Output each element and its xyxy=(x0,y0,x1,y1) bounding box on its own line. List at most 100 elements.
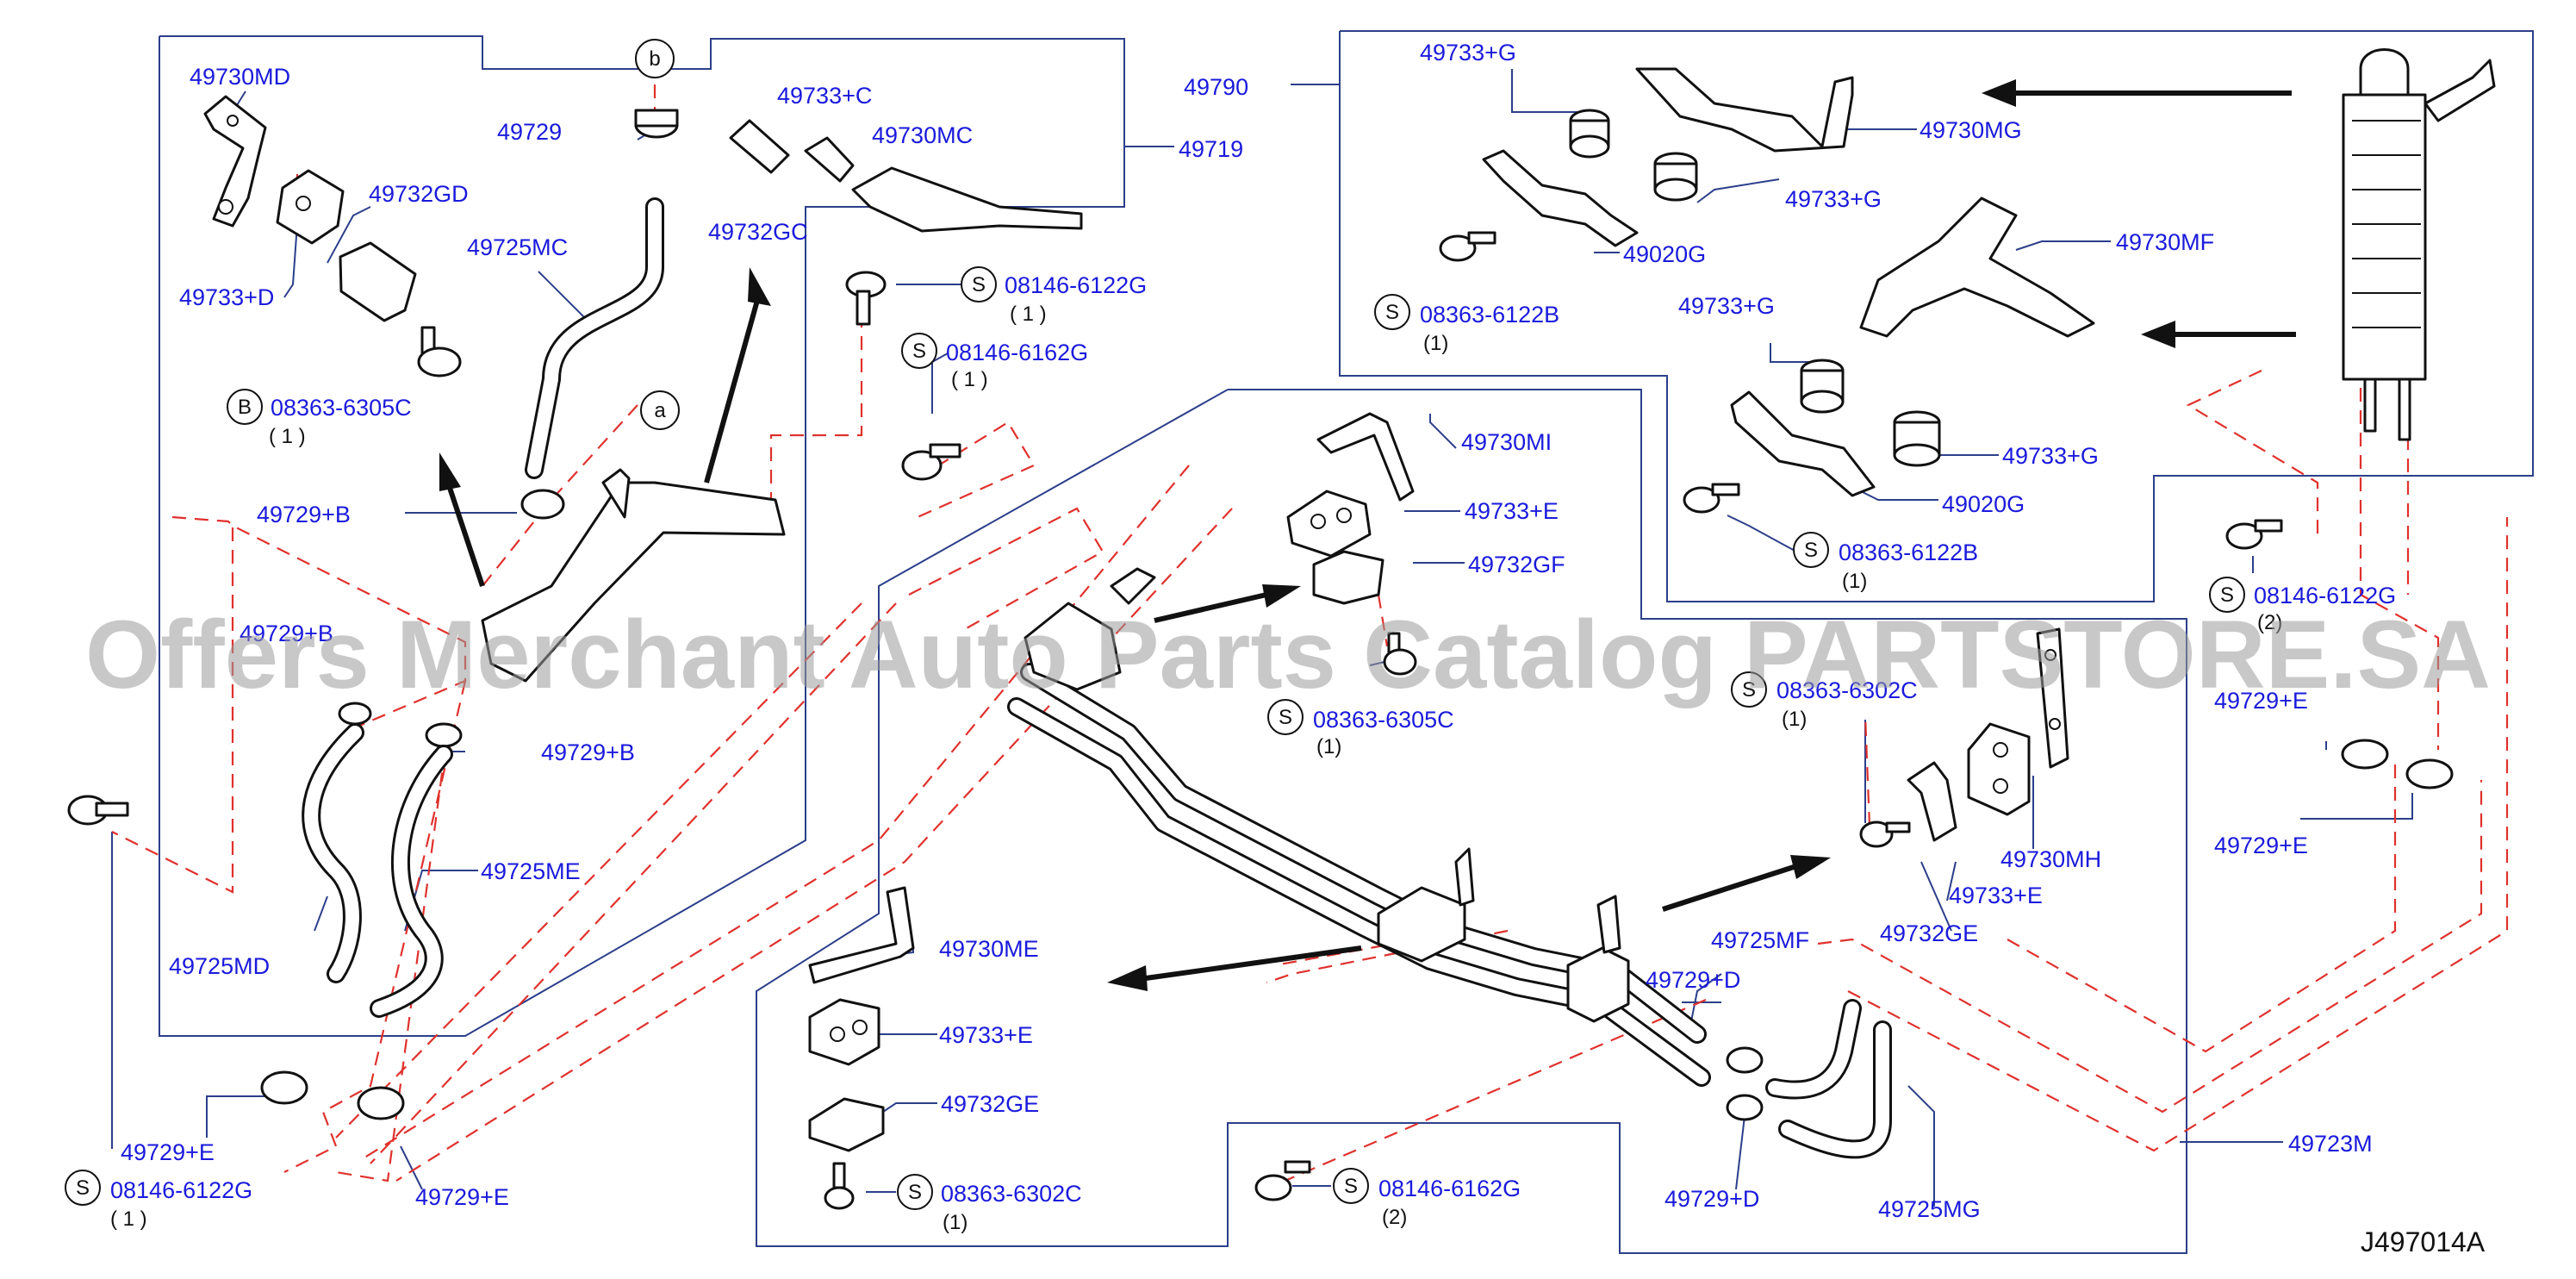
diagram-code: J497014A xyxy=(2361,1226,2486,1257)
label-49733G-3: 49733+G xyxy=(1678,293,1775,319)
part-bolt-08146-6122G-top xyxy=(845,271,887,326)
svg-text:S: S xyxy=(1279,706,1292,729)
svg-text:S: S xyxy=(972,273,986,296)
label-08363-6302C-right: 08363-6302C xyxy=(1776,677,1918,703)
svg-text:S: S xyxy=(1742,678,1756,702)
part-hose-49725MF xyxy=(1765,999,1862,1100)
label-49730MI: 49730MI xyxy=(1461,429,1552,455)
part-bolt-08363-6302C-right xyxy=(1859,820,1911,848)
part-clip-49732GD xyxy=(339,241,417,322)
part-bracket-49730MF xyxy=(1859,197,2095,338)
group-box-top-right xyxy=(1339,30,2534,602)
svg-text:( 1 ): ( 1 ) xyxy=(951,368,988,391)
part-bolt-08363-6122B-1 xyxy=(1439,231,1496,262)
label-49730MF: 49730MF xyxy=(2116,229,2214,255)
svg-text:( 1 ): ( 1 ) xyxy=(269,425,306,448)
svg-text:(2): (2) xyxy=(2257,611,2282,634)
part-labels: 49730MD 49729 49733+C 49730MC 49719 4973… xyxy=(110,40,2396,1222)
label-08363-6122B-1: 08363-6122B xyxy=(1420,302,1559,328)
part-bracket-49730ME xyxy=(808,886,915,984)
label-49732GE-1: 49732GE xyxy=(1880,920,1978,946)
part-mount-49733G-4 xyxy=(1893,410,1941,467)
part-clip-49732GE-left xyxy=(808,1097,885,1152)
group-box-center xyxy=(756,389,2187,1254)
label-08363-6305C-mid: 08363-6305C xyxy=(1313,707,1454,733)
part-bolt-08146-6162G-top xyxy=(901,443,961,481)
svg-text:(1): (1) xyxy=(1842,570,1867,593)
svg-text:B: B xyxy=(238,396,252,419)
part-main-tube-assembly xyxy=(1007,567,1711,1087)
label-49732GE-2: 49732GE xyxy=(941,1091,1039,1117)
svg-text:S: S xyxy=(1344,1175,1358,1198)
label-08363-6305C-left: 08363-6305C xyxy=(271,395,412,421)
label-49729B-1: 49729+B xyxy=(257,502,351,527)
label-49733G-1: 49733+G xyxy=(1420,40,1516,66)
label-49723M: 49723M xyxy=(2288,1131,2373,1157)
part-mount-49733G-1 xyxy=(1569,109,1610,159)
part-mount-49733G-3 xyxy=(1800,359,1845,414)
label-49790: 49790 xyxy=(1184,74,1248,100)
part-clip-49732GC xyxy=(729,119,790,174)
label-49725MC: 49725MC xyxy=(467,234,568,260)
part-clamp-49729E-bottom xyxy=(260,1070,405,1120)
group-box-left xyxy=(159,35,1125,1037)
label-49729E-r1: 49729+E xyxy=(2214,688,2308,714)
label-49733D: 49733+D xyxy=(179,284,274,310)
callout-s-markers: S S S S S S S S S S xyxy=(65,266,2245,1210)
label-08146-6162G-top: 08146-6162G xyxy=(946,340,1088,365)
callout-B: B xyxy=(227,389,263,425)
label-49719: 49719 xyxy=(1179,136,1243,162)
part-junction-pipes-left xyxy=(481,468,786,683)
part-bolt-08363-6305C-mid xyxy=(1383,632,1417,676)
svg-text:( 1 ): ( 1 ) xyxy=(1010,303,1047,326)
label-49729E-bl: 49729+E xyxy=(121,1139,215,1165)
part-hose-49725MD xyxy=(302,723,364,983)
svg-text:( 1 ): ( 1 ) xyxy=(110,1207,147,1231)
svg-text:b: b xyxy=(649,47,660,71)
part-hose-49725ME xyxy=(370,745,453,1018)
label-49729D-2: 49729+D xyxy=(1664,1186,1759,1212)
label-08363-6122B-2: 08363-6122B xyxy=(1839,540,1978,565)
part-mount-49733D xyxy=(276,169,345,245)
label-49725MD: 49725MD xyxy=(169,953,270,979)
part-bolt-08363-6122B-2 xyxy=(1683,483,1740,514)
part-cooler-49790 xyxy=(2342,48,2496,441)
svg-text:(1): (1) xyxy=(1316,735,1341,758)
label-08146-6122G-right: 08146-6122G xyxy=(2254,583,2396,608)
label-49733E-1: 49733+E xyxy=(1465,498,1559,524)
part-bracket-49730MD xyxy=(203,95,267,228)
label-49729E-bm: 49729+E xyxy=(415,1184,509,1210)
label-49725ME: 49725ME xyxy=(481,858,581,884)
part-clamp-49729E-right xyxy=(2341,739,2454,789)
label-49732GD: 49732GD xyxy=(369,181,469,207)
label-49729B-3: 49729+B xyxy=(541,739,635,765)
part-bolt-08363-6305C xyxy=(417,326,462,377)
part-bolt-08146-6162G-bottom xyxy=(1254,1160,1311,1201)
label-49732GC: 49732GC xyxy=(708,219,808,245)
part-bracket-49730MC xyxy=(851,166,1083,233)
label-49729E-r2: 49729+E xyxy=(2214,833,2308,858)
part-clamp-49729B-top xyxy=(520,489,565,520)
svg-text:(1): (1) xyxy=(1423,332,1448,355)
svg-text:S: S xyxy=(76,1176,90,1200)
part-bracket-49730MH xyxy=(2036,627,2069,769)
label-08363-6302C-bottom: 08363-6302C xyxy=(941,1181,1082,1207)
label-49020G-1: 49020G xyxy=(1623,241,1706,267)
label-08146-6122G-bl: 08146-6122G xyxy=(110,1177,252,1203)
svg-text:S: S xyxy=(908,1181,922,1204)
svg-text:a: a xyxy=(654,399,666,422)
svg-text:(1): (1) xyxy=(1782,708,1807,731)
part-bracket-49020G-2 xyxy=(1730,390,1876,497)
label-49730MC: 49730MC xyxy=(872,122,973,148)
watermark: Offers Merchant Auto Parts Catalog PARTS… xyxy=(85,601,2491,708)
part-mount-49733C xyxy=(804,136,855,183)
svg-text:S: S xyxy=(1385,301,1399,324)
svg-text:S: S xyxy=(2220,583,2234,607)
label-49733G-2: 49733+G xyxy=(1785,186,1882,212)
label-49730MG: 49730MG xyxy=(1920,117,2022,143)
part-clamp-49729D xyxy=(1726,1046,1764,1121)
callout-a: a xyxy=(640,390,680,430)
label-08146-6162G-bottom: 08146-6162G xyxy=(1378,1176,1521,1201)
label-49020G-2: 49020G xyxy=(1942,491,2025,517)
